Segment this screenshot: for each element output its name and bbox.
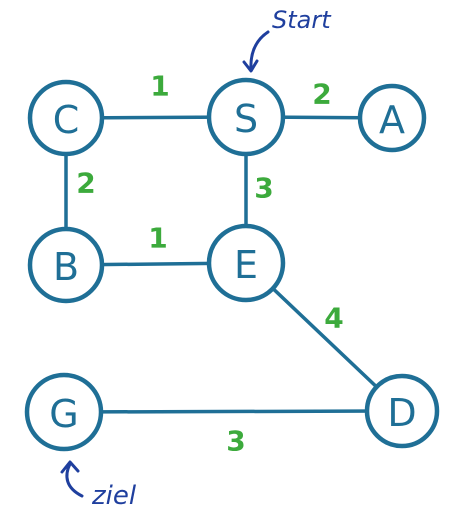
edge-weight-e-d: 4 <box>324 302 343 335</box>
edge-g-d <box>62 409 404 414</box>
node-circle-g <box>24 372 104 452</box>
weights-layer: 1 2 2 3 1 4 3 <box>76 70 343 458</box>
goal-annotation: ziel <box>60 460 137 511</box>
node-circle-c <box>27 79 105 157</box>
start-arrow-icon <box>249 30 270 72</box>
edge-weight-s-e: 3 <box>254 172 273 205</box>
goal-label: ziel <box>91 481 137 511</box>
node-d: D <box>364 373 440 449</box>
node-label-g: G <box>49 392 78 436</box>
nodes-layer: S A C B E D G <box>24 77 440 452</box>
edge-weight-c-s: 1 <box>150 70 169 103</box>
node-s: S <box>206 77 286 157</box>
edge-weight-s-a: 2 <box>312 78 331 111</box>
node-circle-s <box>206 77 286 157</box>
node-a: A <box>357 83 427 153</box>
start-label: Start <box>272 6 332 34</box>
edge-weight-b-e: 1 <box>148 222 167 255</box>
node-label-s: S <box>234 97 258 141</box>
node-label-a: A <box>379 98 405 142</box>
node-label-e: E <box>234 243 258 287</box>
node-label-c: C <box>53 98 80 142</box>
edge-weight-g-d: 3 <box>226 425 245 458</box>
goal-arrow-icon <box>65 462 84 498</box>
start-annotation: Start <box>242 6 332 73</box>
node-label-b: B <box>53 245 79 289</box>
node-circle-b <box>27 226 105 304</box>
node-circle-a <box>357 83 427 153</box>
node-label-d: D <box>387 391 416 435</box>
node-c: C <box>27 79 105 157</box>
goal-arrowhead-icon <box>60 460 80 474</box>
node-circle-d <box>364 373 440 449</box>
start-arrowhead-icon <box>242 59 259 73</box>
node-b: B <box>27 226 105 304</box>
node-circle-e <box>206 223 286 303</box>
edge-weight-c-b: 2 <box>76 167 95 200</box>
node-e: E <box>206 223 286 303</box>
node-g: G <box>24 372 104 452</box>
